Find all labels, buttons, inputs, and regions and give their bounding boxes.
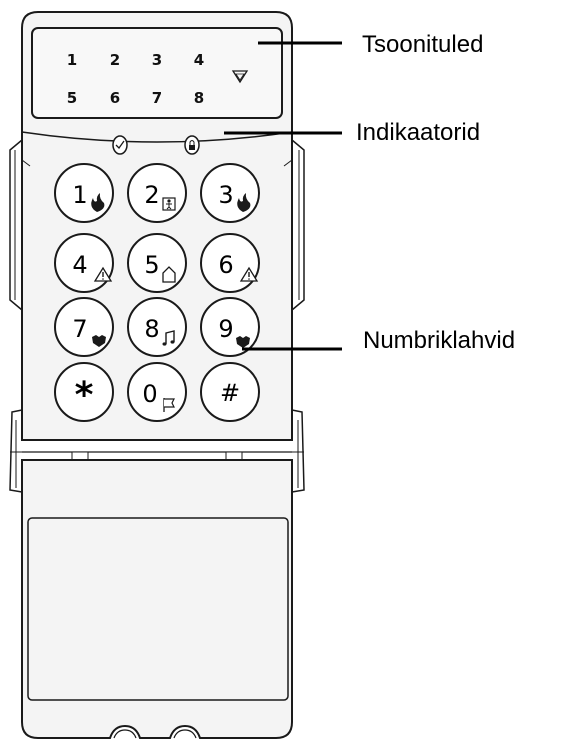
key-8-label: 8 bbox=[144, 315, 159, 343]
zone-light-display bbox=[31, 27, 283, 119]
number-keys-label: Numbriklahvid bbox=[363, 327, 516, 354]
key-5-label: 5 bbox=[144, 251, 159, 279]
zone-light-3: 3 bbox=[152, 51, 162, 69]
cover-notch-left bbox=[113, 729, 137, 739]
key-2-label: 2 bbox=[144, 181, 159, 209]
flag-icon bbox=[163, 398, 175, 412]
zone-light-1: 1 bbox=[67, 51, 77, 69]
fire-icon bbox=[91, 193, 105, 212]
key-8[interactable]: 8 bbox=[127, 297, 187, 357]
key-3-label: 3 bbox=[218, 181, 233, 209]
key-1-label: 1 bbox=[72, 181, 87, 209]
zone-light-8: 8 bbox=[194, 89, 204, 107]
zone-light-7: 7 bbox=[152, 89, 162, 107]
key-2[interactable]: 2 bbox=[127, 163, 187, 223]
cover-panel bbox=[27, 517, 289, 701]
key-star-label: * bbox=[75, 375, 94, 416]
key-3[interactable]: 3 bbox=[200, 163, 260, 223]
key-4[interactable]: 4 bbox=[54, 233, 114, 293]
music-note-icon bbox=[162, 330, 175, 346]
key-7[interactable]: 7 bbox=[54, 297, 114, 357]
key-1[interactable]: 1 bbox=[54, 163, 114, 223]
zone-light-5: 5 bbox=[67, 89, 77, 107]
cover-notch-right bbox=[173, 729, 197, 739]
zone-lights-label: Tsoonituled bbox=[362, 31, 484, 58]
fire-icon bbox=[237, 193, 251, 212]
warning-triangle-icon bbox=[239, 266, 259, 282]
panic-person-icon bbox=[162, 197, 176, 211]
zone-light-6: 6 bbox=[110, 89, 120, 107]
key-7-label: 7 bbox=[72, 315, 87, 343]
left-side-rail bbox=[9, 139, 23, 311]
key-9[interactable]: 9 bbox=[200, 297, 260, 357]
key-hash[interactable]: # bbox=[200, 362, 260, 422]
right-side-rail bbox=[291, 139, 305, 311]
indicator-band bbox=[21, 131, 293, 143]
key-hash-label: # bbox=[220, 379, 240, 407]
key-4-label: 4 bbox=[72, 251, 87, 279]
key-star[interactable]: * bbox=[54, 362, 114, 422]
key-9-label: 9 bbox=[218, 315, 233, 343]
police-badge-icon bbox=[92, 335, 106, 347]
key-6[interactable]: 6 bbox=[200, 233, 260, 293]
key-0-label: 0 bbox=[142, 380, 157, 408]
key-6-label: 6 bbox=[218, 251, 233, 279]
lock-icon bbox=[184, 135, 200, 155]
zone-light-4: 4 bbox=[194, 51, 204, 69]
indicators-label: Indikaatorid bbox=[356, 119, 481, 146]
police-badge-icon bbox=[236, 336, 250, 348]
key-0[interactable]: 0 bbox=[127, 362, 187, 422]
warning-triangle-icon bbox=[93, 266, 113, 282]
down-triangle-icon bbox=[231, 70, 249, 84]
zone-light-2: 2 bbox=[110, 51, 120, 69]
check-icon bbox=[112, 135, 128, 155]
house-icon bbox=[162, 266, 176, 283]
key-5[interactable]: 5 bbox=[127, 233, 187, 293]
